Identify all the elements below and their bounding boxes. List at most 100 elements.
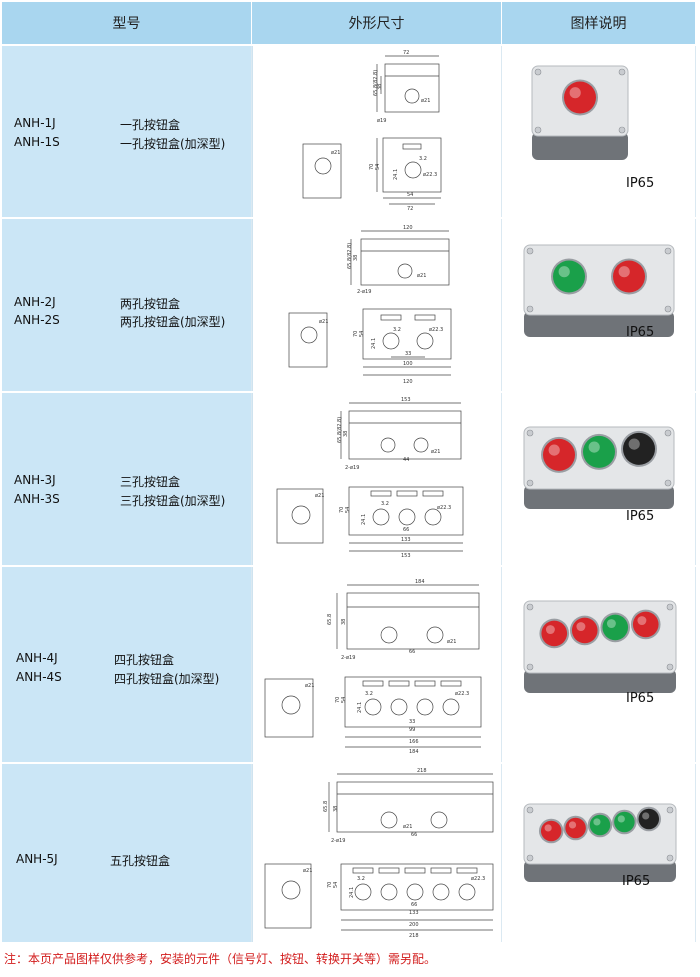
model-name: 一孔按钮盒(加深型) — [120, 137, 226, 151]
dim-w1: 100 — [403, 361, 413, 367]
model-name: 三孔按钮盒(加深型) — [120, 494, 226, 508]
dim-h2: 38 — [341, 619, 347, 625]
screw-icon — [664, 305, 672, 313]
dim-v2: 54 — [359, 331, 365, 337]
ip-rating: IP65 — [622, 874, 651, 889]
table-row: ANH-2J 两孔按钮盒 ANH-2S 两孔按钮盒(加深型) — [2, 217, 696, 391]
dim-v3: 24.1 — [361, 514, 367, 525]
button-highlight — [617, 815, 625, 823]
dim-w2: 218 — [409, 933, 419, 939]
push-button — [614, 811, 635, 833]
dim-width: 153 — [401, 397, 411, 403]
dim-width: 120 — [403, 225, 413, 231]
product-photo: IP65 — [502, 393, 696, 565]
screw-icon — [666, 603, 674, 611]
dim-w2: 120 — [403, 379, 413, 385]
dim-hole2: ø22.3 — [471, 876, 485, 882]
dim-v3: 24.1 — [393, 169, 399, 180]
table-header: 型号 外形尺寸 图样说明 — [2, 2, 696, 44]
screw-icon — [666, 663, 674, 671]
model-code: ANH-5J — [16, 852, 58, 866]
model-name: 两孔按钮盒(加深型) — [120, 315, 226, 329]
dim-v1: 70 — [369, 164, 375, 170]
model-code: ANH-4J — [16, 651, 58, 665]
dim-side-hole: ø21 — [305, 683, 314, 689]
push-button — [623, 432, 655, 465]
ip-rating: IP65 — [626, 325, 655, 340]
model-cell: ANH-5J 五孔按钮盒 — [2, 764, 252, 942]
dim-height: 65.8 — [327, 614, 333, 625]
button-highlight — [544, 824, 552, 832]
dim-p2: 99 — [409, 727, 415, 733]
header-model: 型号 — [2, 2, 252, 44]
table-row: ANH-3J 三孔按钮盒 ANH-3S 三孔按钮盒(加深型) — [2, 391, 696, 565]
footnote: 注：本页产品图样仅供参考，安装的元件（信号灯、按钮、转换开关等）需另配。 — [4, 952, 437, 966]
screw-icon — [526, 479, 534, 487]
dim-pitch-top: 66 — [409, 649, 415, 655]
model-cell: ANH-3J 三孔按钮盒 ANH-3S 三孔按钮盒(加深型) — [2, 393, 252, 565]
dim-height: 65.8(82.8) — [347, 243, 353, 269]
dim-v1: 70 — [327, 882, 333, 888]
screw-icon — [526, 663, 534, 671]
ip-rating: IP65 — [626, 691, 655, 706]
push-button — [565, 817, 586, 839]
dim-side-hole: ø21 — [315, 493, 324, 499]
dim-screw: 2-ø19 — [341, 655, 355, 661]
product-photo: IP65 — [502, 567, 696, 762]
push-button — [571, 617, 598, 644]
dim-hole: ø21 — [431, 449, 440, 455]
model-code: ANH-3S — [14, 492, 60, 506]
dim-w1: 133 — [401, 537, 411, 543]
dim-v4: 3.2 — [419, 156, 427, 162]
dim-v2: 54 — [333, 882, 339, 888]
enclosure-base — [524, 669, 676, 693]
screw-icon — [666, 806, 674, 814]
model-name: 五孔按钮盒 — [110, 854, 171, 868]
model-code: ANH-2S — [14, 313, 60, 327]
dim-height: 65.8 — [323, 801, 329, 812]
push-button — [553, 260, 585, 293]
screw-icon — [618, 126, 626, 134]
button-highlight — [642, 812, 650, 820]
model-name: 四孔按钮盒 — [114, 653, 175, 667]
dim-h2: 38 — [377, 84, 383, 90]
model-code: ANH-4S — [16, 670, 62, 684]
dim-height: 65.8(82.8) — [373, 70, 379, 96]
dim-w1: 54 — [407, 192, 413, 198]
dim-pitch: 33 — [409, 719, 415, 725]
table-row: ANH-1J 一孔按钮盒 ANH-1S 一孔按钮盒(加深型) — [2, 44, 696, 217]
dim-pitch: 66 — [411, 902, 417, 908]
button-highlight — [588, 441, 600, 453]
screw-icon — [618, 68, 626, 76]
screw-icon — [666, 854, 674, 862]
button-highlight — [569, 87, 581, 99]
dim-width: 184 — [415, 579, 425, 585]
dim-hole: ø21 — [447, 639, 456, 645]
model-cell: ANH-2J 两孔按钮盒 ANH-2S 两孔按钮盒(加深型) — [2, 219, 252, 391]
dim-pitch: 33 — [405, 351, 411, 357]
dim-side-hole: ø21 — [319, 319, 328, 325]
model-cell: ANH-1J 一孔按钮盒 ANH-1S 一孔按钮盒(加深型) — [2, 46, 252, 217]
product-photo: IP65 — [502, 764, 696, 942]
push-button — [583, 435, 615, 468]
push-button — [638, 808, 660, 830]
screw-icon — [526, 305, 534, 313]
push-button — [589, 814, 611, 836]
dim-p2: 133 — [409, 910, 419, 916]
push-button — [632, 611, 659, 638]
product-photo: IP65 — [502, 219, 696, 391]
model-code: ANH-1J — [14, 116, 56, 130]
dimension-drawing: 184 65.8 38 66 ø21 2-ø19 ø21 70 54 24.1 … — [252, 567, 502, 762]
dim-hole2: ø22.3 — [437, 505, 451, 511]
model-code: ANH-3J — [14, 473, 56, 487]
dim-w1: 166 — [409, 739, 419, 745]
dim-screw: 2-ø19 — [345, 465, 359, 471]
dim-v2: 54 — [345, 507, 351, 513]
dim-pitch-top: 66 — [411, 832, 417, 838]
screw-icon — [526, 603, 534, 611]
button-highlight — [606, 619, 616, 629]
dim-v1: 70 — [339, 507, 345, 513]
screw-icon — [664, 247, 672, 255]
screw-icon — [534, 68, 542, 76]
product-photo: IP65 — [502, 46, 696, 217]
